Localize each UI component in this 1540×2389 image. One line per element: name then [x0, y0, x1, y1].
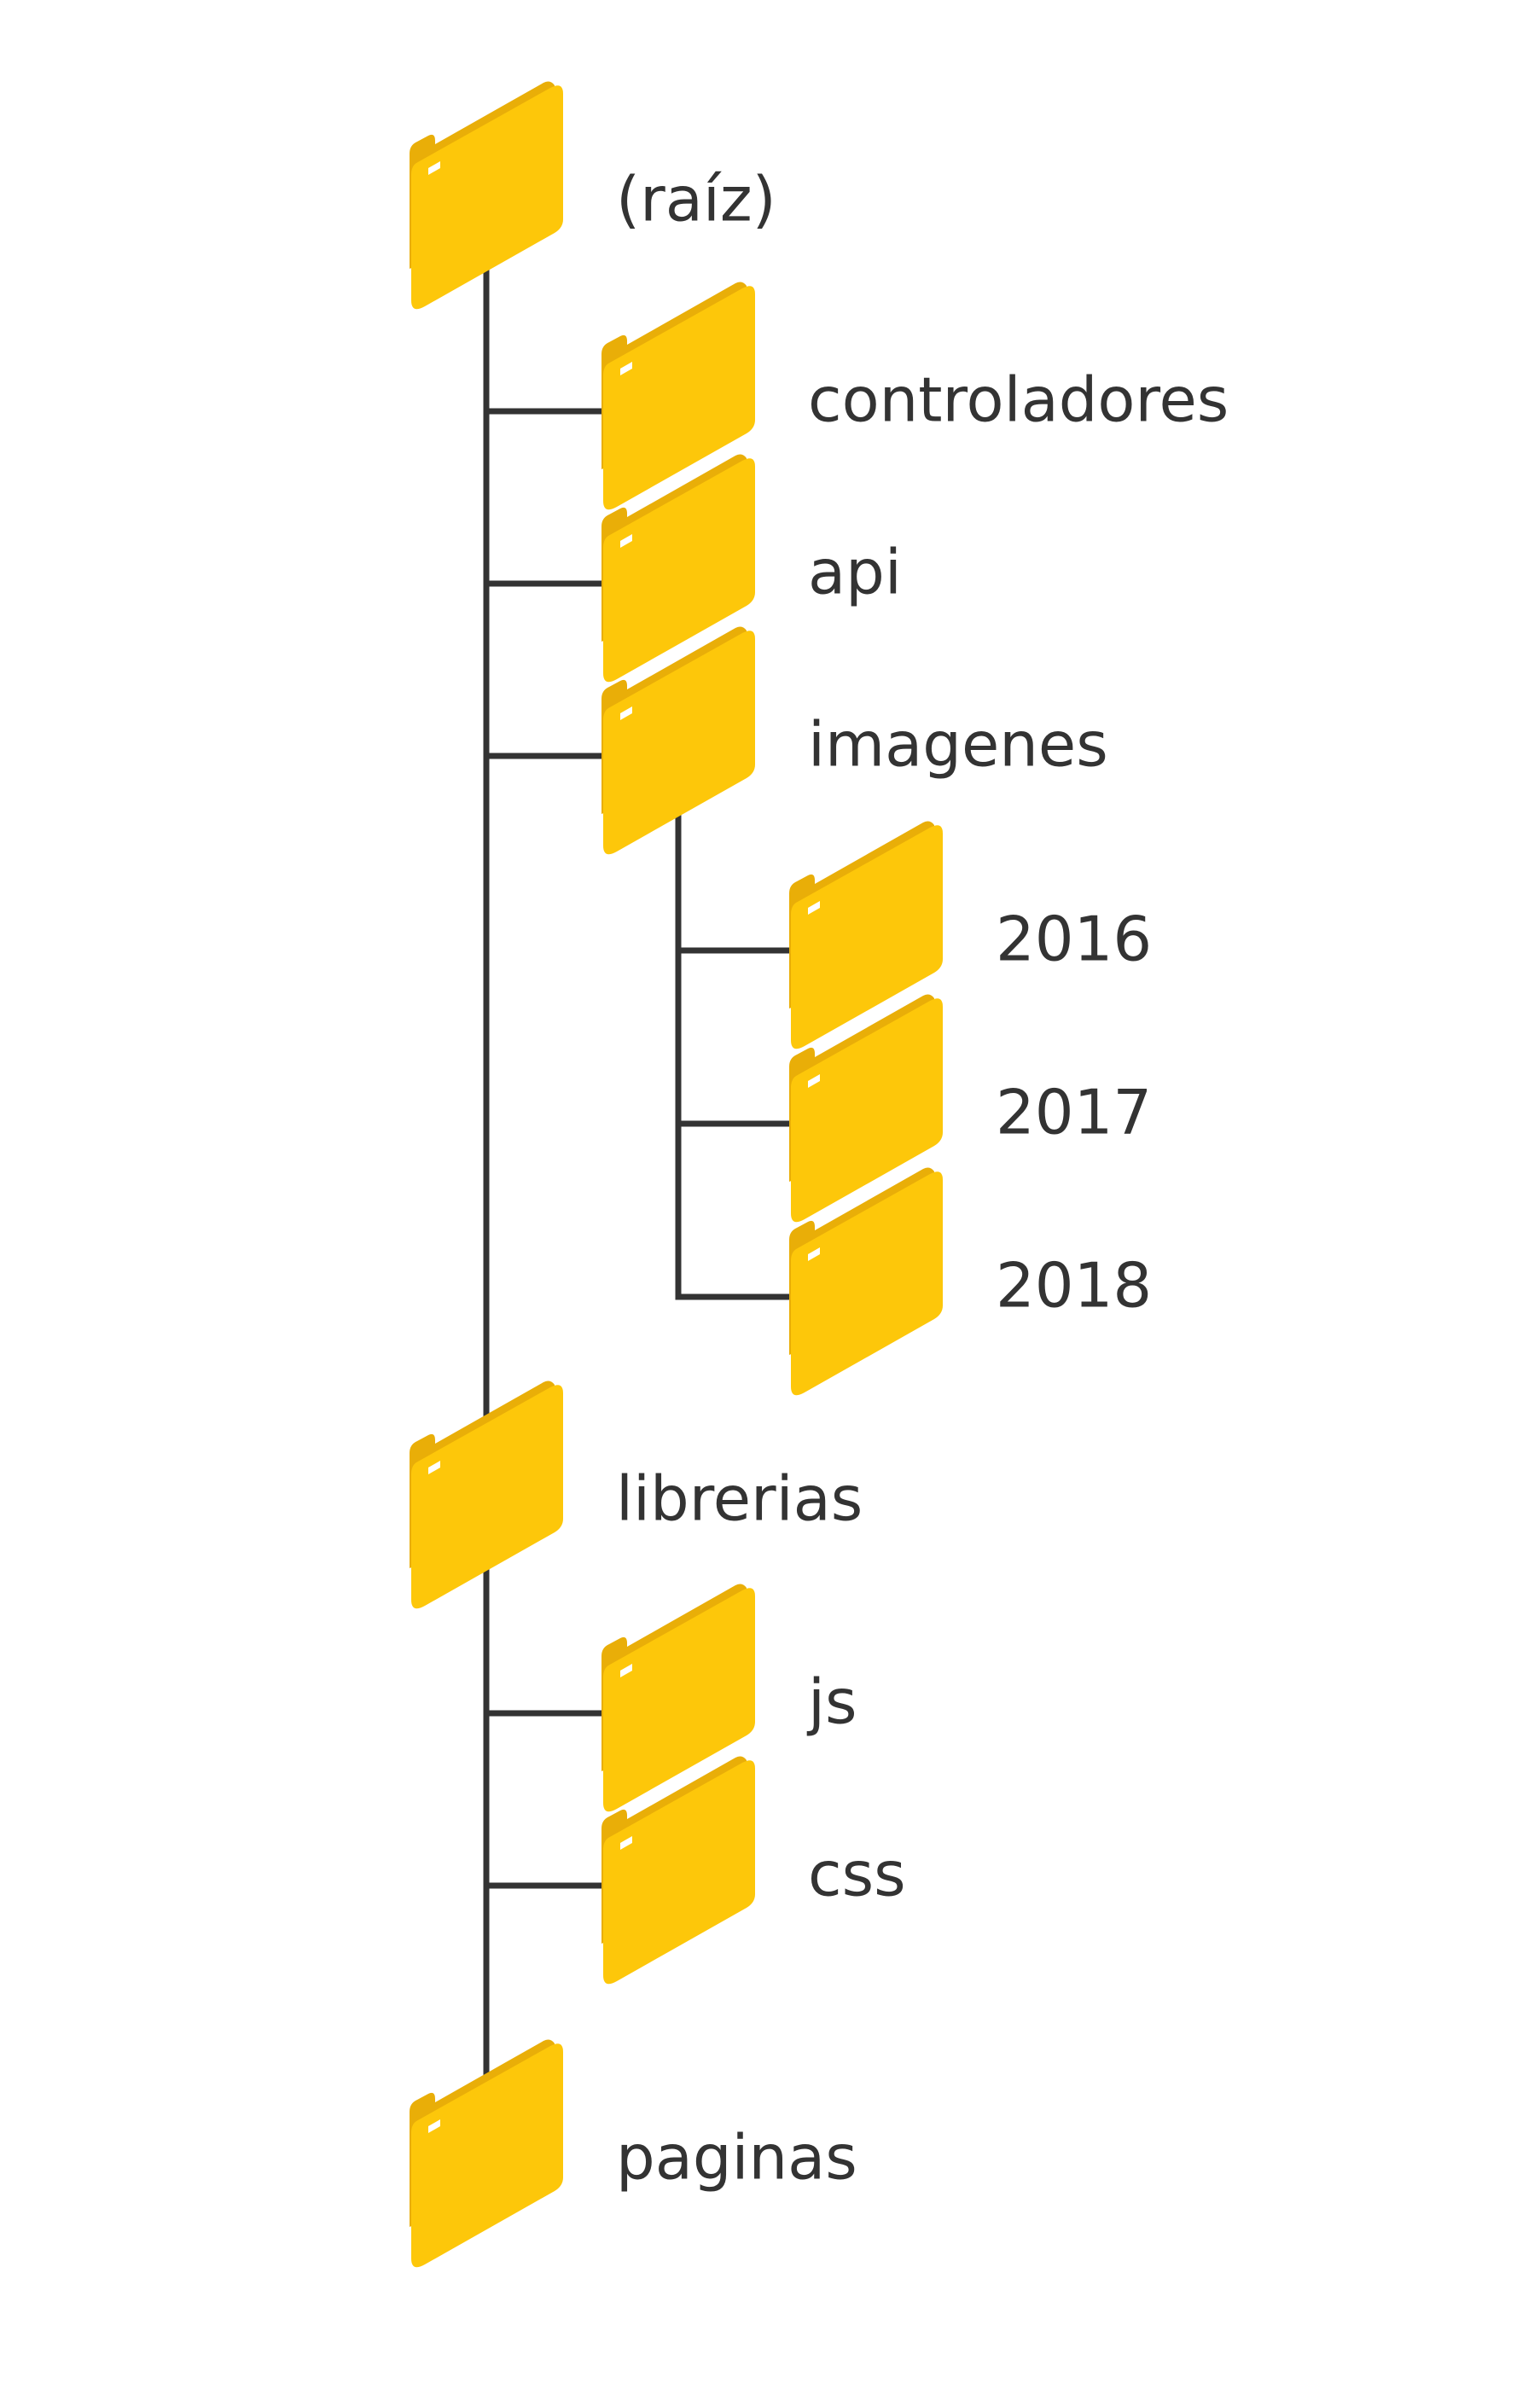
tree-node-css[interactable]: css — [601, 1756, 906, 1985]
tree-connectors — [483, 248, 796, 2128]
tree-node-imagenes[interactable]: imagenes — [601, 626, 1108, 855]
tree-node-js[interactable]: js — [601, 1584, 857, 1812]
tree-node-paginas[interactable]: paginas — [410, 2039, 857, 2268]
folder-label: librerias — [616, 1463, 863, 1535]
folder-label: js — [806, 1666, 857, 1738]
tree-node-controladores[interactable]: controladores — [601, 282, 1229, 510]
folder-label: css — [808, 1839, 906, 1910]
folder-label: paginas — [616, 2122, 857, 2194]
tree-node-raiz[interactable]: (raíz) — [410, 81, 776, 310]
tree-node-2016[interactable]: 2016 — [789, 821, 1152, 1049]
folder-label: (raíz) — [616, 164, 776, 235]
folder-label: imagenes — [808, 709, 1108, 781]
tree-nodes: (raíz) controladores api imagenes 2016 2017 20… — [410, 81, 1229, 2268]
tree-node-librerias[interactable]: librerias — [410, 1381, 863, 1609]
tree-node-api[interactable]: api — [601, 454, 902, 683]
folder-icon[interactable] — [410, 2039, 563, 2268]
folder-label: 2018 — [996, 1250, 1152, 1322]
folder-label: api — [808, 537, 902, 608]
folder-label: 2016 — [996, 904, 1152, 975]
tree-node-2017[interactable]: 2017 — [789, 994, 1152, 1223]
folder-label: controladores — [808, 364, 1229, 436]
tree-node-2018[interactable]: 2018 — [789, 1167, 1152, 1396]
folder-label: 2017 — [996, 1077, 1152, 1148]
